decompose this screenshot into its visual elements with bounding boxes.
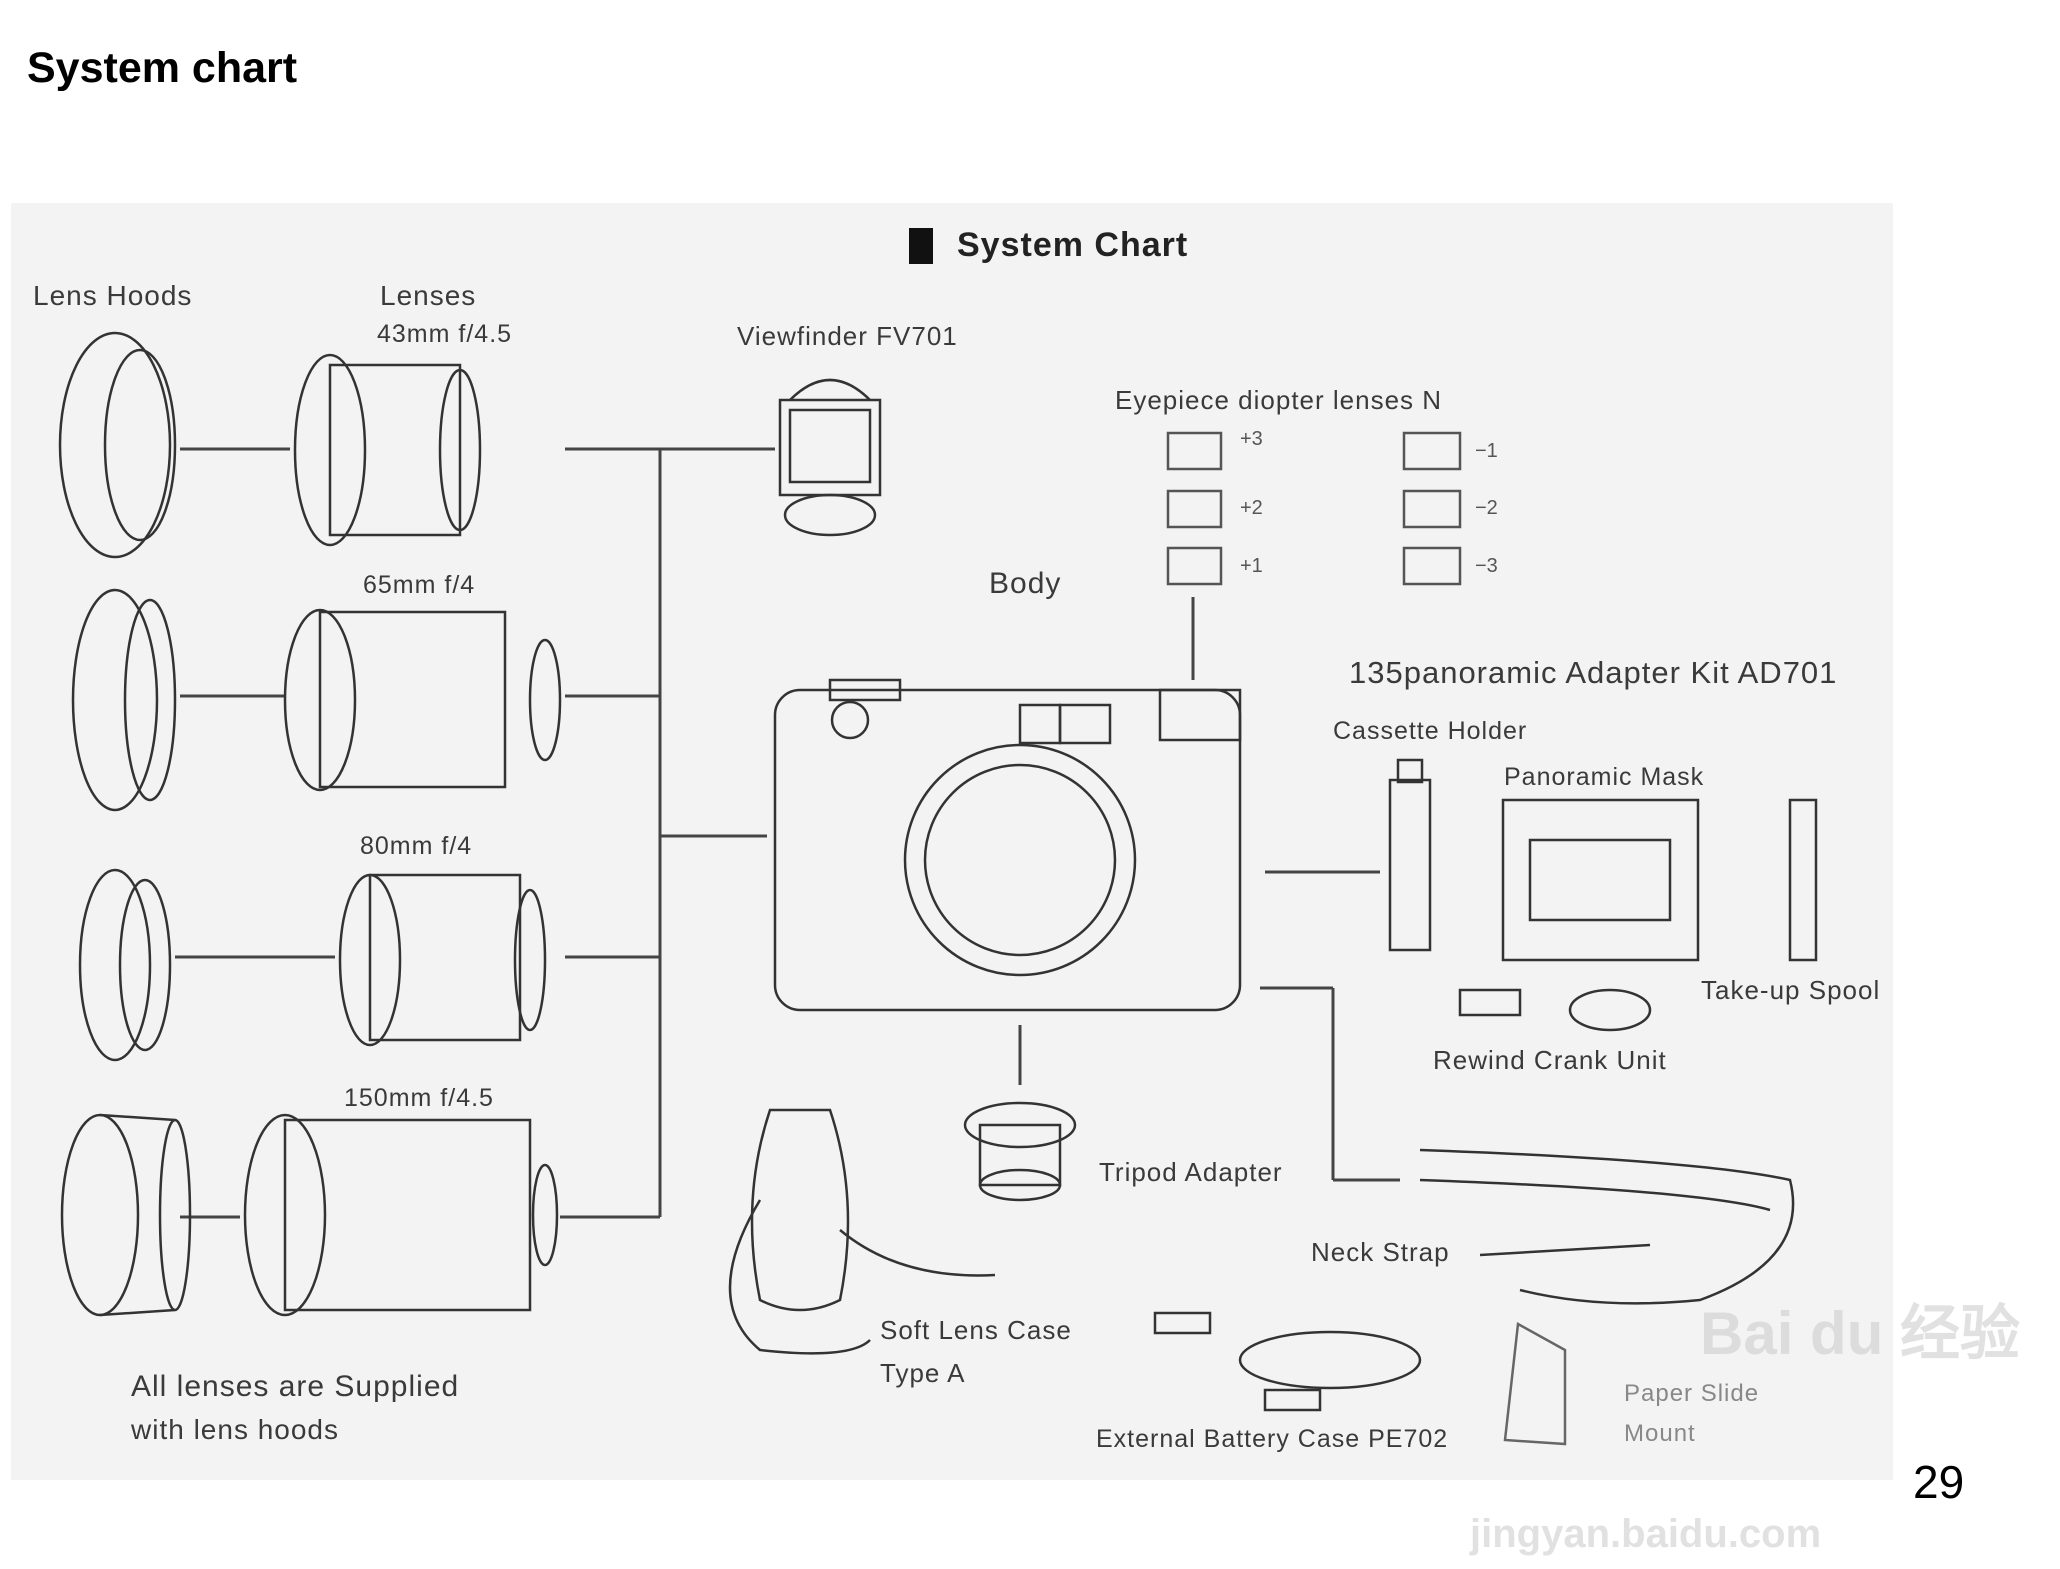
slide-mount-line1: Paper Slide	[1624, 1380, 1760, 1407]
page-title: System chart	[27, 44, 298, 92]
body-label: Body	[989, 567, 1062, 600]
panoramic-mask-label: Panoramic Mask	[1504, 763, 1705, 791]
diopter-minus3: −3	[1475, 555, 1498, 577]
system-chart-scan	[11, 203, 1893, 1480]
viewfinder-drawing	[778, 378, 882, 537]
lens-note-line2: with lens hoods	[131, 1414, 340, 1445]
diopter-minus1: −1	[1475, 440, 1498, 462]
lens-hoods-label: Lens Hoods	[33, 280, 193, 311]
panoramic-kit-drawing	[1388, 758, 1818, 1032]
soft-case-line2: Type A	[880, 1358, 966, 1388]
neck-strap-drawing	[1419, 1148, 1795, 1305]
slide-mount-line2: Mount	[1624, 1420, 1696, 1447]
lens-65mm-label: 65mm f/4	[363, 571, 476, 599]
soft-lens-case-drawing	[728, 1108, 996, 1355]
diopter-plus3: +3	[1240, 428, 1263, 450]
lens-note-line1: All lenses are Supplied	[131, 1370, 460, 1403]
lens-drawings	[243, 353, 562, 1317]
tripod-adapter-drawing	[963, 1101, 1077, 1202]
camera-body-drawing	[773, 678, 1242, 1012]
lens-43mm-label: 43mm f/4.5	[377, 320, 513, 348]
page-number: 29	[1913, 1456, 1965, 1508]
eyepiece-label: Eyepiece diopter lenses N	[1115, 385, 1443, 415]
takeup-spool-label: Take-up Spool	[1701, 975, 1881, 1005]
battery-case-drawing	[1153, 1311, 1422, 1412]
soft-case-line1: Soft Lens Case	[880, 1315, 1072, 1345]
rewind-crank-label: Rewind Crank Unit	[1433, 1045, 1667, 1075]
lens-80mm-label: 80mm f/4	[360, 832, 473, 860]
tripod-adapter-label: Tripod Adapter	[1099, 1157, 1283, 1187]
lenses-label: Lenses	[380, 280, 477, 311]
connector-lines	[175, 447, 1400, 1219]
diopter-lens-boxes	[1166, 431, 1462, 586]
diopter-minus2: −2	[1475, 497, 1498, 519]
slide-mount-drawing	[1503, 1321, 1567, 1446]
lens-150mm-label: 150mm f/4.5	[344, 1084, 494, 1112]
panoramic-kit-label: 135panoramic Adapter Kit AD701	[1349, 655, 1838, 690]
watermark-url: jingyan.baidu.com	[1470, 1512, 1822, 1556]
lens-hood-drawings	[58, 331, 192, 1317]
diopter-plus2: +2	[1240, 497, 1263, 519]
cassette-holder-label: Cassette Holder	[1333, 717, 1528, 745]
heading-marker	[909, 228, 933, 264]
watermark-brand: Bai du 经验	[1700, 1300, 2021, 1367]
chart-heading: System Chart	[957, 226, 1189, 264]
neck-strap-label: Neck Strap	[1311, 1237, 1450, 1267]
battery-case-label: External Battery Case PE702	[1096, 1425, 1449, 1453]
viewfinder-label: Viewfinder FV701	[737, 321, 958, 351]
diopter-plus1: +1	[1240, 555, 1263, 577]
